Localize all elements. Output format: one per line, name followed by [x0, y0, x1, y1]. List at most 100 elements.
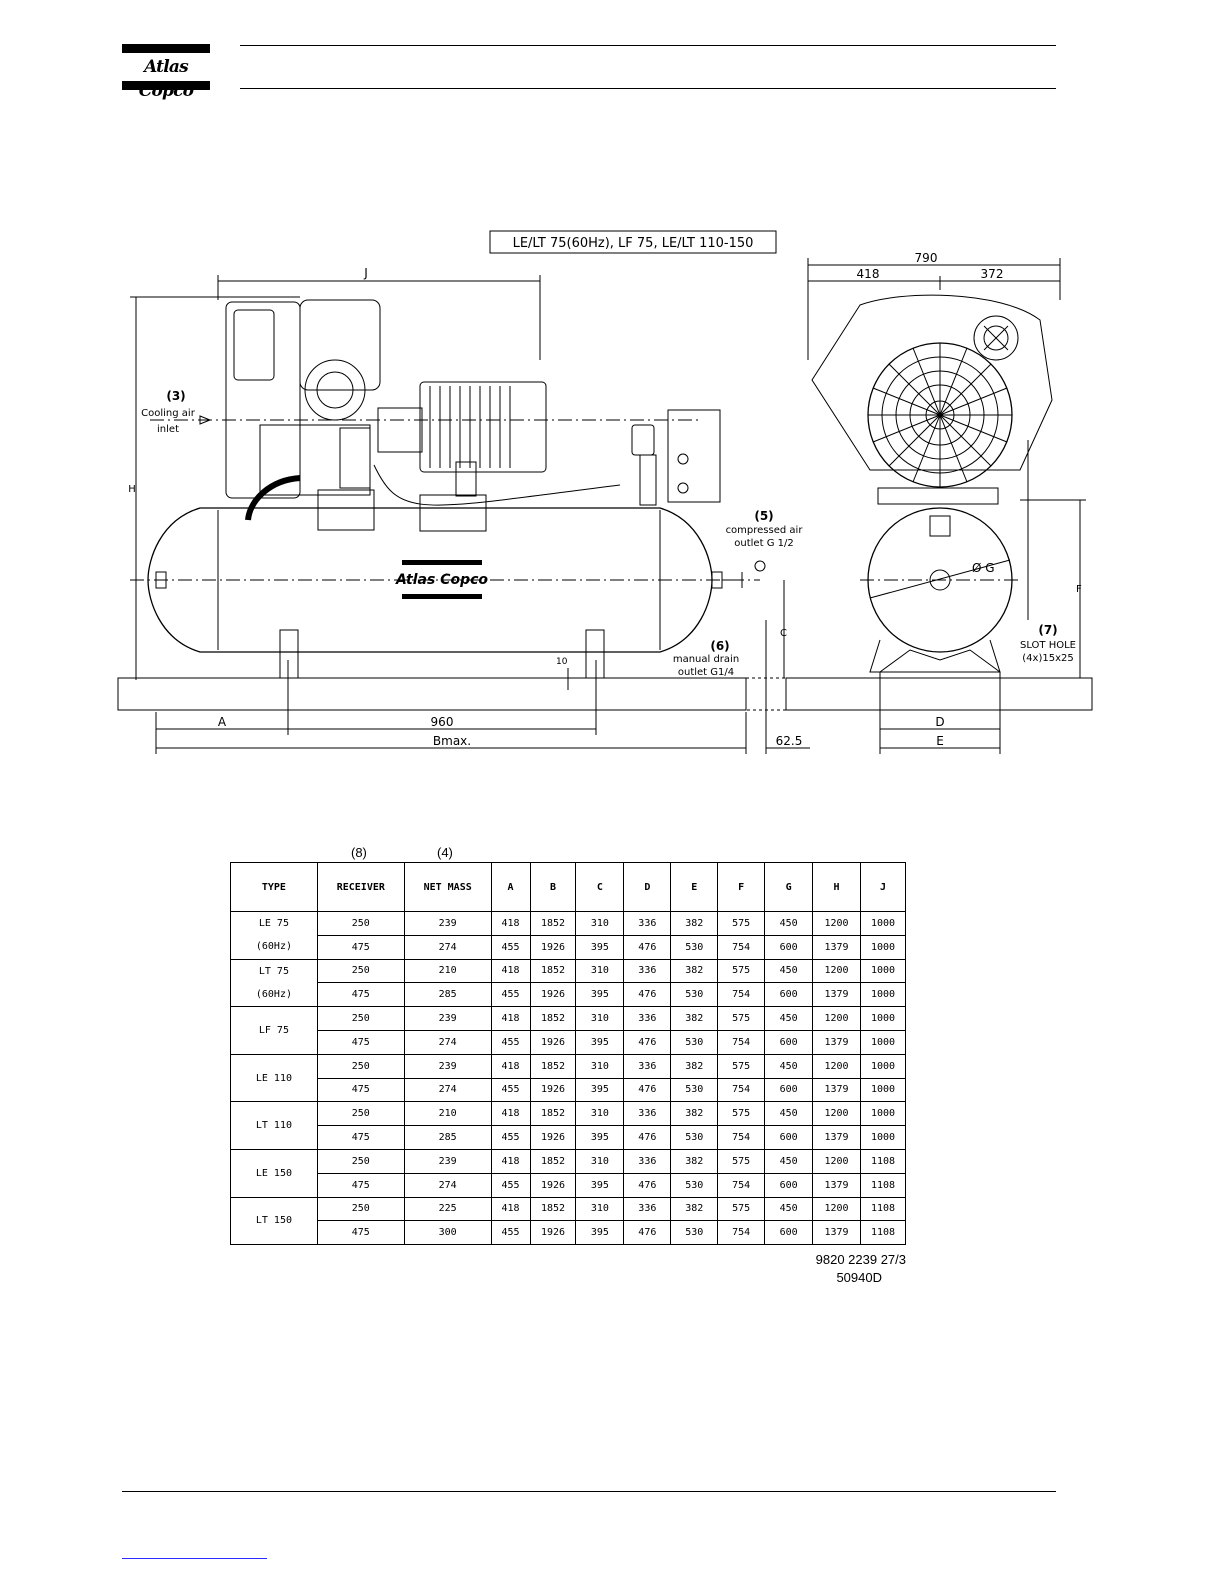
value-cell: 1379 [812, 1029, 861, 1055]
value-cell: 310 [575, 1101, 625, 1127]
value-cell: 310 [575, 1053, 625, 1079]
value-cell: 1852 [529, 1053, 577, 1079]
value-cell: 1926 [529, 982, 577, 1008]
value-cell: 336 [623, 958, 672, 984]
value-cell: 250 [316, 958, 405, 984]
value-cell: 450 [764, 1053, 814, 1079]
dim-h-label: H [128, 484, 136, 495]
value-cell: 476 [623, 1172, 672, 1198]
type-cell: (60Hz) [230, 935, 318, 960]
value-cell: 418 [490, 1101, 531, 1127]
value-cell: 455 [490, 1220, 531, 1246]
value-cell: 1379 [812, 934, 861, 960]
value-cell: 336 [623, 1006, 672, 1031]
value-cell: 210 [403, 958, 492, 984]
dim-10-label: 10 [556, 657, 568, 667]
value-cell: 310 [575, 1006, 625, 1031]
value-cell: 754 [717, 1125, 766, 1150]
callout-5: (5) [754, 509, 773, 523]
value-cell: 475 [316, 1125, 405, 1150]
logo-bar-top [122, 44, 210, 53]
value-cell: 530 [670, 982, 719, 1008]
header-cell: C [575, 862, 625, 912]
value-cell: 530 [670, 1125, 719, 1150]
type-cell: LT 150 [230, 1196, 318, 1246]
value-cell: 1852 [529, 1148, 577, 1174]
dim-c-label: C [780, 628, 787, 639]
type-cell: (60Hz) [230, 982, 318, 1008]
value-cell: 310 [575, 1148, 625, 1174]
value-cell: 600 [764, 1077, 814, 1103]
value-cell: 1000 [860, 1029, 906, 1055]
value-cell: 1108 [860, 1148, 906, 1174]
value-cell: 250 [316, 1006, 405, 1031]
dim-e-label: E [936, 734, 944, 748]
value-cell: 382 [670, 911, 719, 936]
value-cell: 336 [623, 1196, 672, 1222]
value-cell: 418 [490, 958, 531, 984]
value-cell: 210 [403, 1101, 492, 1127]
value-cell: 1000 [860, 982, 906, 1008]
value-cell: 418 [490, 911, 531, 936]
value-cell: 336 [623, 1053, 672, 1079]
header-cell: NET MASS [403, 862, 492, 912]
value-cell: 600 [764, 982, 814, 1008]
value-cell: 600 [764, 1172, 814, 1198]
value-cell: 754 [717, 1077, 766, 1103]
value-cell: 395 [575, 1125, 625, 1150]
value-cell: 450 [764, 1196, 814, 1222]
header-rule-bottom [240, 88, 1056, 89]
dim-f-label: F [1076, 584, 1082, 595]
value-cell: 754 [717, 934, 766, 960]
value-cell: 475 [316, 1172, 405, 1198]
value-cell: 476 [623, 1077, 672, 1103]
value-cell: 455 [490, 1029, 531, 1055]
value-cell: 250 [316, 1101, 405, 1127]
value-cell: 575 [717, 1053, 766, 1079]
value-cell: 754 [717, 1029, 766, 1055]
header-cell: G [764, 862, 814, 912]
drawing-title: LE/LT 75(60Hz), LF 75, LE/LT 110-150 [513, 236, 754, 251]
header-cell: TYPE [230, 862, 318, 912]
dim-62-5-label: 62.5 [776, 734, 803, 748]
value-cell: 455 [490, 1125, 531, 1150]
value-cell: 1926 [529, 1077, 577, 1103]
value-cell: 1852 [529, 1101, 577, 1127]
value-cell: 239 [403, 911, 492, 936]
dim-j-label: J [363, 266, 368, 280]
dim-372-label: 372 [981, 267, 1004, 281]
value-cell: 1852 [529, 958, 577, 984]
drawing-title-box [489, 230, 777, 254]
value-cell: 475 [316, 982, 405, 1008]
type-cell: LF 75 [230, 1006, 318, 1055]
value-cell: 418 [490, 1006, 531, 1031]
value-cell: 1200 [812, 1196, 861, 1222]
value-cell: 418 [490, 1196, 531, 1222]
value-cell: 530 [670, 1220, 719, 1246]
receiver-logo: Atlas Copco [395, 560, 488, 599]
type-cell: LT 75 [230, 958, 318, 983]
value-cell: 1200 [812, 911, 861, 936]
value-cell: 476 [623, 934, 672, 960]
value-cell: 476 [623, 1029, 672, 1055]
value-cell: 450 [764, 1006, 814, 1031]
value-cell: 1200 [812, 958, 861, 984]
value-cell: 1200 [812, 1053, 861, 1079]
value-cell: 1379 [812, 1125, 861, 1150]
type-cell: LT 110 [230, 1101, 318, 1150]
value-cell: 1000 [860, 1006, 906, 1031]
doc-number: 9820 2239 27/3 [815, 1252, 906, 1267]
callout-7: (7) [1038, 623, 1057, 637]
value-cell: 1108 [860, 1220, 906, 1246]
value-cell: 575 [717, 911, 766, 936]
value-cell: 1852 [529, 1006, 577, 1031]
